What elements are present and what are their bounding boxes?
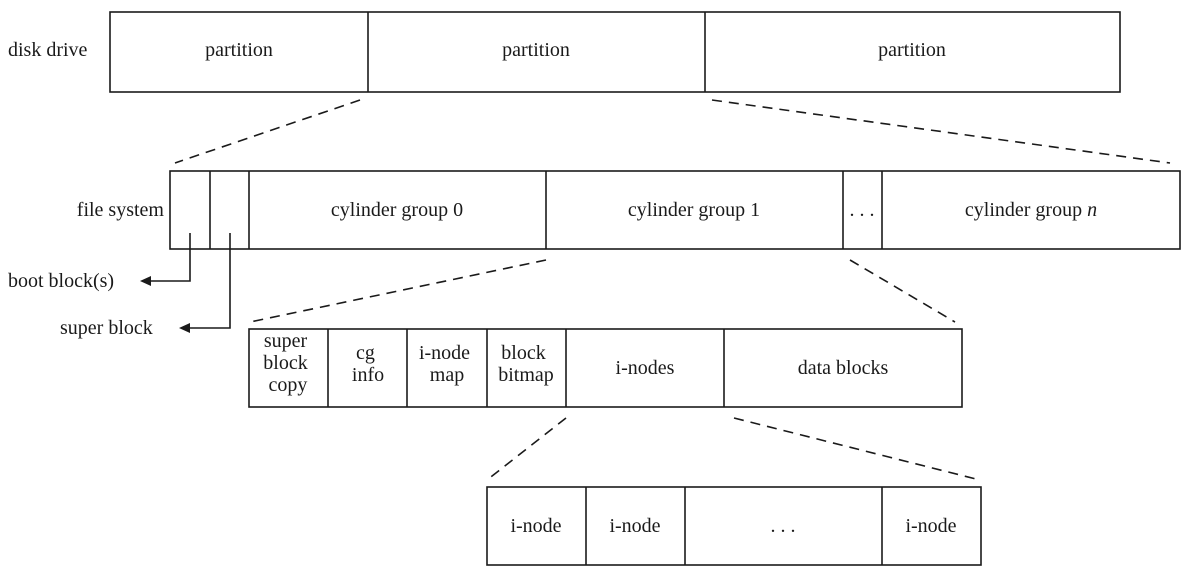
inode-cell-ellipsis: . . . bbox=[771, 515, 796, 537]
boot-block-arrowhead bbox=[140, 276, 151, 286]
inode-list-box bbox=[486, 486, 982, 566]
partition-1-label: partition bbox=[205, 39, 273, 61]
zoom-line bbox=[849, 259, 956, 323]
zoom-line bbox=[733, 417, 981, 481]
super-block-arrowhead bbox=[179, 323, 190, 333]
inode-cell-2: i-node bbox=[609, 515, 660, 537]
disk-drive-label: disk drive bbox=[8, 39, 88, 61]
zoom-line bbox=[486, 417, 567, 481]
partition-3-label: partition bbox=[878, 39, 946, 61]
disk-drive-box bbox=[109, 11, 1121, 93]
partition-2-label: partition bbox=[502, 39, 570, 61]
inode-cell-last: i-node bbox=[905, 515, 956, 537]
inode-cell-1: i-node bbox=[510, 515, 561, 537]
cylinder-group-0-label: cylinder group 0 bbox=[331, 199, 463, 221]
super-block-arrow bbox=[189, 233, 231, 329]
super-block-label: super block bbox=[60, 317, 153, 339]
inode-map-label: i-node map bbox=[419, 342, 475, 386]
cylinder-group-1-label: cylinder group 1 bbox=[628, 199, 760, 221]
boot-block-arrow bbox=[150, 233, 191, 282]
cylinder-group-detail-box bbox=[248, 328, 963, 408]
file-system-label: file system bbox=[77, 199, 165, 221]
zoom-line bbox=[249, 259, 547, 323]
block-bitmap-label: block bitmap bbox=[498, 342, 554, 386]
boot-block-label: boot block(s) bbox=[8, 270, 114, 292]
zoom-line bbox=[711, 99, 1171, 164]
super-block-copy-label: super block copy bbox=[263, 330, 312, 396]
zoom-line bbox=[174, 99, 361, 164]
inodes-label: i-nodes bbox=[616, 357, 675, 379]
cg-info-label: cg info bbox=[352, 342, 384, 386]
file-system-box bbox=[169, 170, 1181, 250]
cylinder-group-n-label: cylinder group n bbox=[965, 199, 1097, 221]
cylinder-group-ellipsis: . . . bbox=[850, 199, 875, 221]
data-blocks-label: data blocks bbox=[798, 357, 889, 379]
